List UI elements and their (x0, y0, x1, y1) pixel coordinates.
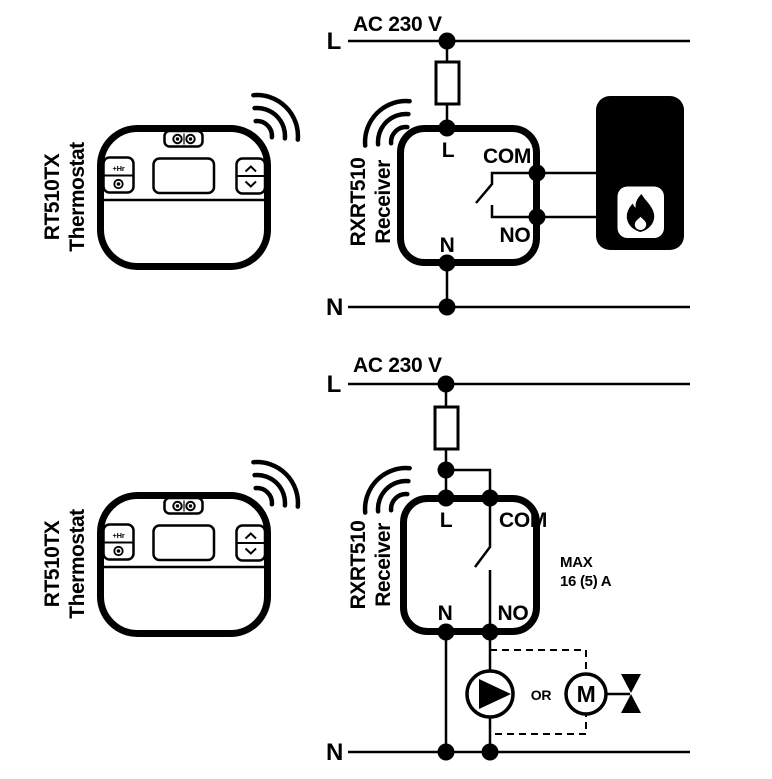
radio-wave-arc (252, 105, 288, 141)
pump-icon (465, 669, 515, 719)
screw-icon (175, 504, 180, 508)
radio-wave-arc (362, 98, 412, 148)
radio-wave-arc (388, 124, 410, 146)
receiver-box (397, 125, 540, 266)
receiver-model-label: RXRT510 (347, 158, 370, 247)
neutral-line-label: N (326, 294, 343, 321)
radio-wave-arc (253, 118, 275, 140)
motor-circle (564, 672, 608, 716)
junction-dot (438, 298, 456, 316)
pump-valve-wiring-diagram: M +Hr (41, 354, 690, 766)
radio-wave-arc (252, 472, 288, 508)
junction-dot (481, 743, 499, 761)
chevron-down-icon (244, 547, 257, 555)
dial-button-icon (116, 182, 121, 186)
terminal-no-label: NO (498, 602, 529, 625)
radio-waves-icon (362, 98, 412, 148)
neutral-line-label: N (326, 739, 343, 766)
thermostat-body (97, 125, 271, 270)
thermostat-model-label: RT510TX (41, 153, 64, 240)
valve-icon (621, 674, 641, 713)
terminal-l-label: L (442, 139, 455, 162)
live-line-label: L (327, 28, 341, 55)
chevron-down-icon (244, 180, 257, 188)
relay-switch (475, 171, 537, 219)
valve-triangle (621, 674, 641, 693)
radio-waves-icon (362, 465, 412, 515)
junction-dot (437, 461, 455, 479)
pump-rotor-icon (479, 679, 511, 709)
display-screen (152, 157, 216, 195)
screw-icon (175, 137, 180, 141)
junction-dot (437, 743, 455, 761)
motor-icon: M (564, 672, 608, 716)
thermostat-model-label: RT510TX (41, 520, 64, 607)
jumper-wire (446, 468, 492, 498)
terminal-dot-no (481, 623, 499, 641)
live-line-label: L (327, 371, 341, 398)
terminal-com-label: COM (499, 509, 547, 532)
hour-button-label: +Hr (112, 531, 124, 540)
hour-button-label: +Hr (112, 164, 124, 173)
radio-wave-arc (375, 478, 411, 514)
radio-wave-arc (253, 485, 275, 507)
dial-button-icon (116, 549, 121, 553)
max-rating-label-line2: 16 (5) A (560, 573, 612, 590)
max-rating-label-line1: MAX (560, 554, 593, 571)
terminal-n-label: N (440, 234, 455, 257)
fuse (434, 60, 461, 106)
radio-wave-arc (251, 92, 301, 142)
relay-switch (474, 498, 492, 632)
receiver-type-label: Receiver (372, 523, 395, 607)
receiver-type-label: Receiver (372, 160, 395, 244)
radio-wave-arc (375, 111, 411, 147)
radio-wave-arc (388, 491, 410, 513)
thermostat-type-label: Thermostat (66, 142, 89, 252)
thermostat-body (97, 492, 271, 637)
radio-wave-arc (251, 459, 301, 509)
terminal-dot-l (438, 119, 456, 137)
or-label: OR (531, 687, 552, 703)
junction-dot (438, 32, 456, 50)
terminal-n-label: N (438, 602, 453, 625)
thermostat-device: +Hr (97, 125, 271, 270)
screw-icon (188, 137, 193, 141)
terminal-com-label: COM (483, 145, 531, 168)
boiler-icon (596, 96, 684, 250)
supply-voltage-label: AC 230 V (353, 354, 442, 377)
junction-dot (437, 375, 455, 393)
display-screen (152, 524, 216, 562)
thermostat-type-label: Thermostat (66, 509, 89, 619)
terminal-dot-com (481, 489, 499, 507)
terminal-dot-l (437, 489, 455, 507)
terminal-l-label: L (440, 509, 453, 532)
supply-voltage-label: AC 230 V (353, 13, 442, 36)
screw-icon (188, 504, 193, 508)
terminal-dot-n (437, 623, 455, 641)
flame-icon (626, 194, 655, 232)
terminal-dot-com (528, 164, 546, 182)
fuse (433, 405, 460, 451)
radio-wave-arc (362, 465, 412, 515)
radio-waves-icon (251, 92, 301, 142)
chevron-up-icon (244, 165, 257, 173)
receiver-model-label: RXRT510 (347, 521, 370, 610)
terminal-dot-n (438, 254, 456, 272)
valve-triangle (621, 694, 641, 713)
terminal-no-label: NO (500, 224, 531, 247)
terminal-dot-no (528, 208, 546, 226)
chevron-up-icon (244, 532, 257, 540)
boiler-wiring-diagram: +Hr AC 230 V L N L COM NO N RT510TX Ther… (41, 13, 690, 321)
receiver-box (400, 495, 540, 635)
thermostat-device: +Hr (97, 492, 271, 637)
radio-waves-icon (251, 459, 301, 509)
motor-letter-label: M (577, 681, 596, 707)
